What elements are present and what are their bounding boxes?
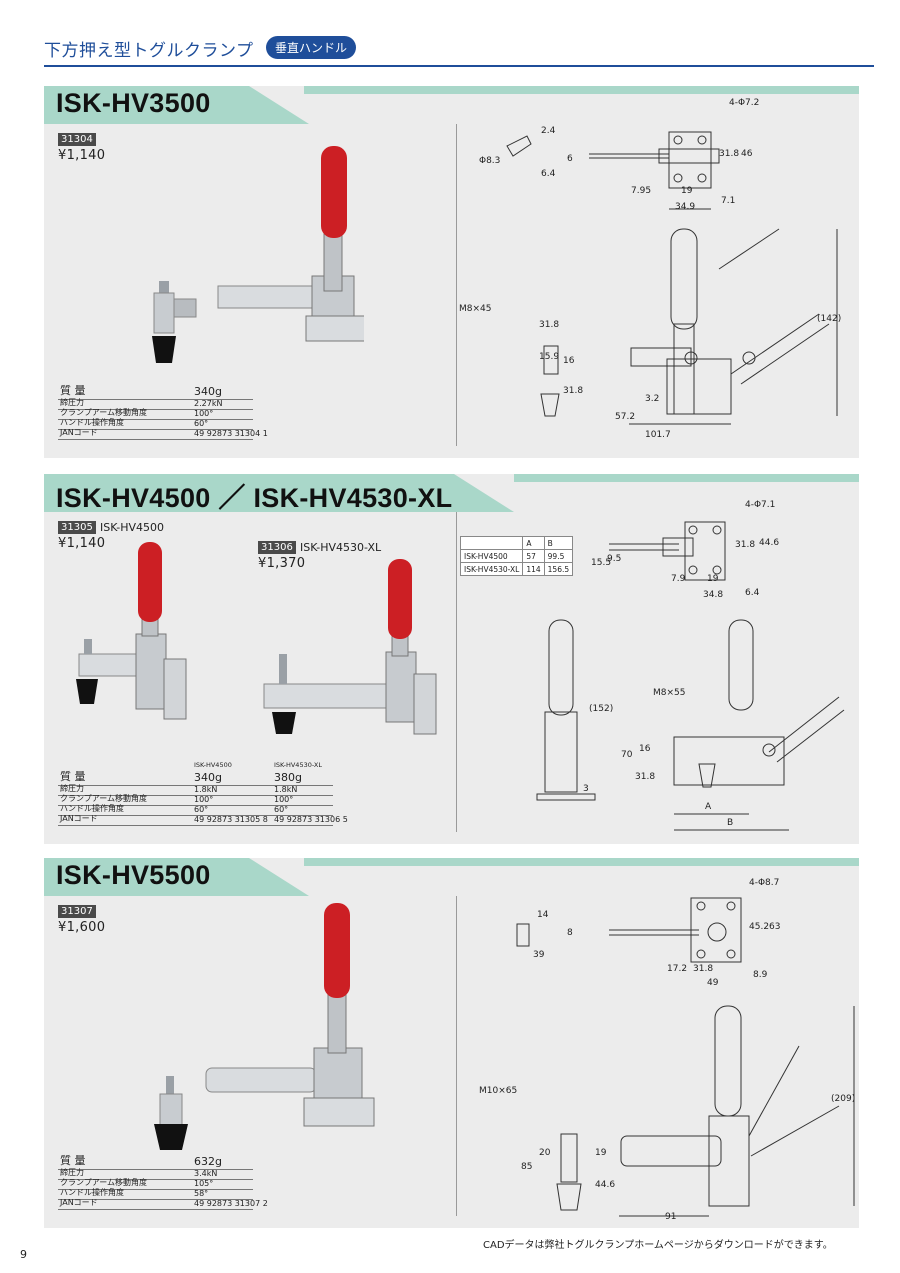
divider [456, 512, 457, 832]
handle-shaft [323, 230, 343, 292]
product-photo [152, 146, 364, 363]
banner-strip [514, 474, 859, 482]
page-header: 下方押え型トグルクランプ 垂直ハンドル [44, 36, 874, 66]
banner-strip [304, 86, 859, 94]
section-banner: ISK-HV3500 [44, 86, 309, 124]
clamp-arm [217, 285, 319, 309]
product-photo [154, 903, 375, 1150]
clamp-arm [205, 1067, 317, 1093]
handle-type-badge: 垂直ハンドル [266, 36, 357, 59]
rubber-tip [152, 336, 176, 363]
divider [456, 124, 457, 446]
product-price: ¥1,140 [58, 536, 106, 551]
red-grip [324, 903, 350, 998]
product-price: ¥1,600 [58, 920, 106, 935]
product-model: ISK-HV4500 [100, 521, 165, 534]
page-title: 下方押え型トグルクランプ [44, 41, 254, 61]
dimension-labels: 4-Φ7.1 15.5 9.5 31.8 44.6 7.9 19 34.8 6.… [583, 500, 780, 828]
technical-drawing [536, 521, 845, 831]
technical-drawing [516, 897, 855, 1217]
header-rule [44, 65, 874, 67]
cad-download-note: CADデータは弊社トグルクランプホームページからダウンロードができます。 [483, 1240, 833, 1251]
model-title: ISK-HV5500 [56, 860, 211, 890]
product-code: 31307 [58, 905, 96, 918]
red-grip [321, 146, 347, 238]
red-grip [138, 542, 162, 622]
model-title: ISK-HV3500 [56, 88, 211, 118]
section-banner: ISK-HV4500 ／ ISK-HV4530-XL [44, 474, 514, 513]
product-photo [76, 542, 437, 735]
product-code: 31305 [58, 521, 96, 534]
product-price: ¥1,140 [58, 148, 106, 163]
rubber-tip [154, 1124, 188, 1150]
product-code: 31304 [58, 133, 96, 146]
product-price: ¥1,370 [258, 556, 306, 571]
dimension-ab-table: A B ISK-HV4500 57 99.5 ISK-HV4530-XL 114… [459, 536, 574, 576]
section-banner: ISK-HV5500 [44, 858, 309, 896]
divider [456, 896, 457, 1216]
base-plate [305, 315, 364, 342]
section-isk-hv4500: ISK-HV4500 ／ ISK-HV4530-XL 31305 ISK-HV4… [44, 474, 859, 844]
dimension-labels: 4-Φ8.7 14 8 45.2 63 39 17.2 31.8 49 8.9 … [479, 878, 856, 1222]
technical-drawing [506, 131, 838, 425]
product-code: 31306 [258, 541, 296, 554]
red-grip [388, 559, 412, 639]
product-model: ISK-HV4530-XL [300, 541, 382, 554]
banner-strip [304, 858, 859, 866]
spindle-thread [159, 281, 169, 293]
base-plate [303, 1097, 375, 1127]
model-title: ISK-HV4500 ／ ISK-HV4530-XL [56, 483, 453, 513]
spindle-body [153, 292, 175, 334]
page-number: 9 [20, 1248, 27, 1261]
dimension-labels: 4-Φ7.2 2.4 Φ8.3 6.4 6 31.8 46 7.95 19 7.… [459, 98, 842, 440]
